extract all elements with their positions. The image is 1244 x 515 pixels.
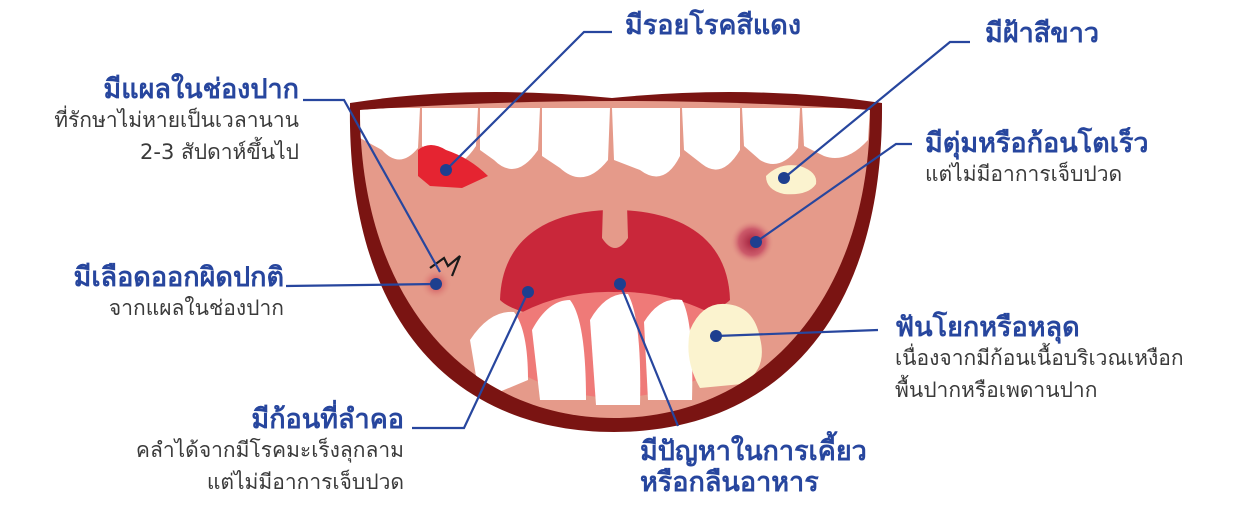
label-title: ฟันโยกหรือหลุด (895, 312, 1184, 343)
label-title: มีแผลในช่องปาก (54, 74, 299, 105)
label-desc: 2-3 สัปดาห์ขึ้นไป (54, 137, 299, 169)
mouth-interior (350, 90, 890, 430)
label-loose-tooth: ฟันโยกหรือหลุด เนื่องจากมีก้อนเนื้อบริเว… (895, 312, 1184, 406)
label-title: มีฝ้าสีขาว (985, 18, 1099, 49)
label-chewing-problem: มีปัญหาในการเคี้ยว หรือกลืนอาหาร (640, 436, 867, 498)
label-desc: ที่รักษาไม่หายเป็นเวลานาน (54, 105, 299, 137)
label-desc: เนื่องจากมีก้อนเนื้อบริเวณเหงือก (895, 343, 1184, 375)
label-desc: แต่ไม่มีอาการเจ็บปวด (925, 159, 1149, 191)
label-desc: พื้นปากหรือเพดานปาก (895, 375, 1184, 407)
label-mouth-ulcer: มีแผลในช่องปาก ที่รักษาไม่หายเป็นเวลานาน… (54, 74, 299, 168)
label-title: มีตุ่มหรือก้อนโตเร็ว (925, 128, 1149, 159)
label-red-lesion: มีรอยโรคสีแดง (625, 10, 801, 41)
label-title-2: หรือกลืนอาหาร (640, 467, 867, 498)
label-title: มีก้อนที่ลำคอ (136, 404, 404, 435)
label-title: มีรอยโรคสีแดง (625, 10, 801, 41)
label-title: มีเลือดออกผิดปกติ (74, 262, 284, 293)
label-fast-lump: มีตุ่มหรือก้อนโตเร็ว แต่ไม่มีอาการเจ็บปว… (925, 128, 1149, 191)
label-desc: จากแผลในช่องปาก (74, 293, 284, 325)
label-neck-lump: มีก้อนที่ลำคอ คลำได้จากมีโรคมะเร็งลุกลาม… (136, 404, 404, 498)
label-desc: คลำได้จากมีโรคมะเร็งลุกลาม (136, 435, 404, 467)
label-abnormal-bleeding: มีเลือดออกผิดปกติ จากแผลในช่องปาก (74, 262, 284, 325)
label-white-patch: มีฝ้าสีขาว (985, 18, 1099, 49)
label-title: มีปัญหาในการเคี้ยว (640, 436, 867, 467)
label-desc: แต่ไม่มีอาการเจ็บปวด (136, 467, 404, 499)
uvula (602, 205, 628, 248)
loose-tooth (688, 304, 762, 388)
